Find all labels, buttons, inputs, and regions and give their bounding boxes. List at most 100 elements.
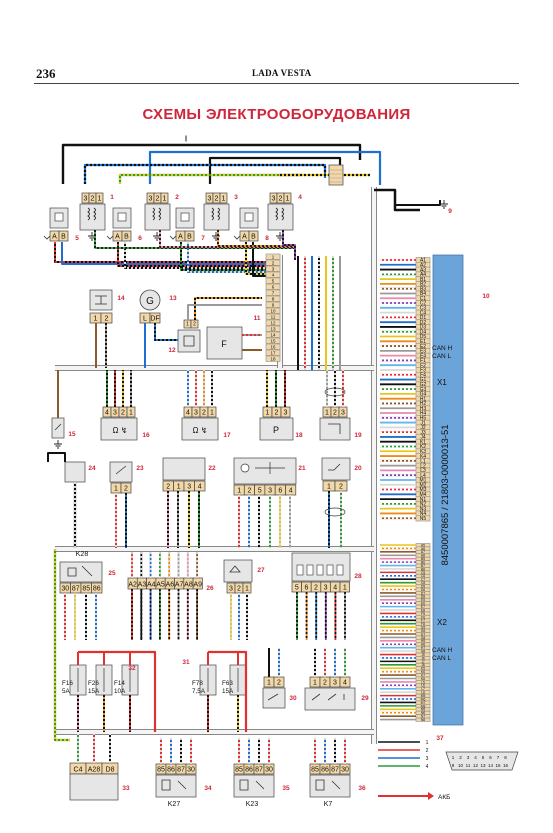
x1-pin-label: F2 (420, 363, 426, 369)
pin-label: 2 (314, 585, 318, 592)
c24-callout: 24 (88, 465, 96, 472)
x1-pin-label: H4 (420, 411, 427, 417)
coil-icon (217, 207, 220, 221)
x1-pin-label: K1 (420, 439, 426, 445)
x2-pin-label: E7 (421, 605, 425, 609)
coil-wire-stripe (282, 230, 296, 260)
c31-callout: 31 (182, 659, 190, 666)
generator-symbol: G (146, 296, 154, 307)
c21-motor-icon (240, 463, 250, 473)
x1-pin-label: L2 (420, 463, 426, 469)
center-connector-label: 2 (272, 260, 275, 265)
x2-pin-label: K5 (421, 667, 425, 671)
pin-label: 87 (177, 767, 185, 774)
pin-label: 4 (333, 585, 337, 592)
c27-sensor-icon (229, 565, 241, 573)
obd-pin-label: 5 (482, 755, 485, 760)
relay-body (309, 774, 351, 798)
x1-pin-label: H1 (420, 396, 427, 402)
x1-pin-label: G3 (420, 387, 427, 393)
pin-label: 2 (275, 410, 279, 417)
c22-callout: 22 (208, 465, 216, 472)
c29-switch-icon (311, 693, 345, 701)
obd-connector-body (445, 751, 519, 771)
x2-pin-label: M8 (421, 704, 426, 708)
pin-label: 3 (268, 488, 272, 495)
pin-cell (58, 230, 69, 242)
top-loop-wire-stripe (118, 173, 300, 184)
x1-pin-label: M1 (420, 478, 427, 484)
center-connector-label: 9 (272, 302, 275, 307)
pin-label: 1 (177, 484, 181, 491)
pin-label: 86 (167, 767, 175, 774)
c20-sensor-icon (328, 463, 341, 471)
x2-pin-label: C5 (421, 571, 425, 575)
pin-label: A8 (184, 582, 193, 589)
x2-pin-label: A8 (421, 554, 425, 558)
x1-pin-label: N5 (420, 516, 427, 522)
center-connector-label: 16 (270, 344, 276, 349)
x1-pin-label: J1 (420, 420, 426, 426)
c11-body (206, 326, 243, 360)
relay-callout: 36 (358, 785, 366, 792)
c16-body (100, 417, 138, 441)
pin-label: A (115, 234, 120, 241)
x2-pin-label: J8 (421, 663, 425, 667)
pin-cell (248, 230, 259, 242)
injector-callout: 7 (201, 235, 205, 242)
pin-label: 85 (157, 767, 165, 774)
c18-body (259, 417, 294, 441)
obd-pin-label: 9 (452, 763, 455, 768)
coil-icon (87, 207, 90, 221)
center-connector-label: 17 (270, 350, 276, 355)
pin-label: 3 (229, 586, 233, 593)
x2-pin-label: F5 (421, 612, 425, 616)
x2-pin-label: M7 (421, 701, 426, 705)
x2-pin-label: E8 (421, 608, 425, 612)
c20-body (321, 457, 351, 481)
battery-arrow-icon (428, 792, 434, 800)
pin-label: 1 (245, 586, 249, 593)
pin-label: 1 (343, 585, 347, 592)
pin-label: 2 (166, 484, 170, 491)
c28-switch-icon (316, 564, 324, 576)
pin-label: 87 (331, 767, 339, 774)
c27-body (223, 559, 253, 583)
injector-wire-stripe (54, 242, 276, 263)
c33-body (69, 773, 119, 801)
pin-label: A3 (138, 582, 147, 589)
pin-label: 86 (321, 767, 329, 774)
center-connector-pin (265, 277, 281, 284)
x1-pin-label: B2 (420, 282, 426, 288)
coil-icon (281, 207, 284, 221)
ecu-supply-wire (374, 188, 420, 212)
x1-pin-label: N4 (420, 511, 427, 517)
x2-pin-label: E5 (421, 598, 425, 602)
x1-pin-label: K3 (420, 449, 426, 455)
c12-callout: 12 (168, 347, 176, 354)
relay-icon (161, 779, 187, 791)
injector-callout: 5 (75, 235, 79, 242)
top-loop-wire-stripe (83, 163, 327, 184)
c14-callout: 14 (117, 295, 125, 302)
x1-can-l: CAN L (432, 353, 452, 360)
x2-pin-label: E6 (421, 602, 425, 606)
c12-icon (183, 335, 195, 347)
relay-icon (315, 779, 341, 791)
relay-label: K7 (324, 801, 333, 808)
obd-line-label: 3 (426, 756, 429, 762)
x1-pin-label: M3 (420, 487, 427, 493)
center-connector-label: 12 (270, 320, 276, 325)
c21-callout: 21 (298, 465, 306, 472)
coil-callout: 2 (175, 194, 179, 201)
x2-pin-label: N7 (421, 715, 425, 719)
center-connector-pin (265, 295, 281, 302)
pin-label: 86 (93, 586, 101, 593)
center-connector-label: 10 (270, 308, 276, 313)
c23-sensor-icon (115, 465, 127, 475)
pin-label: 3 (149, 196, 153, 203)
center-connector-pin (265, 349, 281, 356)
c11-label: F (221, 339, 227, 349)
x2-pin-label: A7 (421, 550, 425, 554)
shield-ring-icon (324, 387, 346, 397)
